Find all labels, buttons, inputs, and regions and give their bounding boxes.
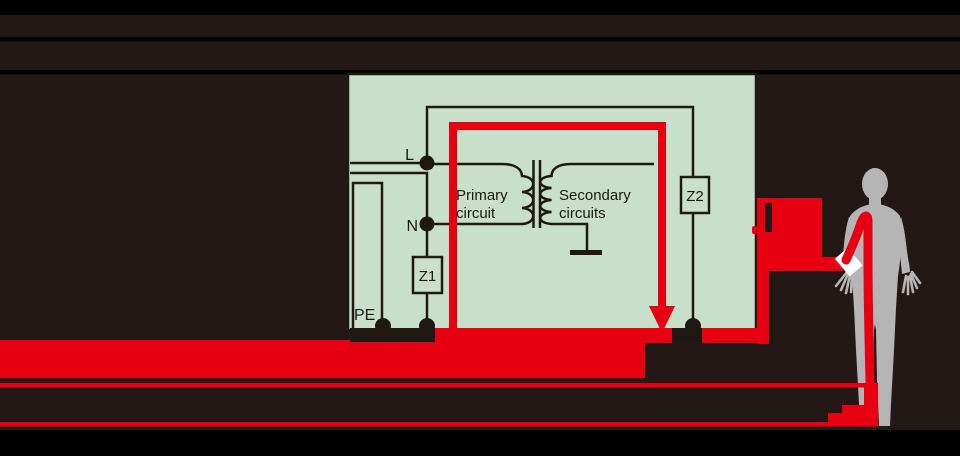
enclosure-bottom-red-right xyxy=(702,328,767,343)
label-line-l: L xyxy=(405,147,414,164)
impedance-z2-box xyxy=(679,175,711,215)
enclosure-bottom-red-left xyxy=(435,328,672,343)
earth-bar-left-segment xyxy=(350,328,435,342)
touch-surface-path xyxy=(752,198,843,344)
person-right-arm xyxy=(896,217,910,274)
label-protective-earth: PE xyxy=(354,307,375,324)
label-secondary-line2: circuits xyxy=(559,205,606,222)
separator-line-1 xyxy=(0,37,960,42)
protective-earth-wire xyxy=(351,181,384,328)
label-impedance-z2: Z2 xyxy=(686,188,704,205)
touch-arm-red-bar xyxy=(758,257,843,271)
person-head xyxy=(862,168,888,200)
labels: L N PE Z1 Z2 Primary circuit Secondary c… xyxy=(354,147,704,324)
junction-dot-l xyxy=(419,155,435,171)
label-primary-line1: Primary xyxy=(456,187,508,204)
earth-current-band xyxy=(0,340,645,378)
label-neutral-n: N xyxy=(406,218,418,235)
floor-line-upper xyxy=(0,383,866,388)
touch-block-notch xyxy=(765,203,772,232)
separator-line-2 xyxy=(0,70,960,75)
equipment-current-loop xyxy=(449,122,675,347)
person-neck xyxy=(869,193,881,207)
transformer xyxy=(430,160,654,255)
person-right-hand-fingers xyxy=(901,270,922,296)
secondary-winding-coil xyxy=(539,162,654,250)
bottom-band xyxy=(0,430,960,456)
floor-line-lower xyxy=(0,422,828,427)
impedance-z1-box xyxy=(411,255,444,295)
person-torso-legs xyxy=(848,204,902,426)
ground-current-path xyxy=(0,328,767,378)
neutral-feed-wire xyxy=(350,171,429,219)
current-loop-line xyxy=(449,122,666,347)
label-primary-line2: circuit xyxy=(456,205,496,222)
touch-block-fleck xyxy=(752,226,757,234)
top-band xyxy=(0,0,960,15)
label-secondary-line1: Secondary xyxy=(559,187,631,204)
junction-dot-n xyxy=(419,216,435,232)
earth-bar-right-segment xyxy=(672,328,702,343)
body-current-path xyxy=(841,211,875,425)
current-arrow-down-icon xyxy=(649,306,675,333)
person-left-hand-fingers xyxy=(834,270,859,295)
top-rail-wire xyxy=(425,105,695,177)
label-impedance-z1: Z1 xyxy=(419,268,437,285)
